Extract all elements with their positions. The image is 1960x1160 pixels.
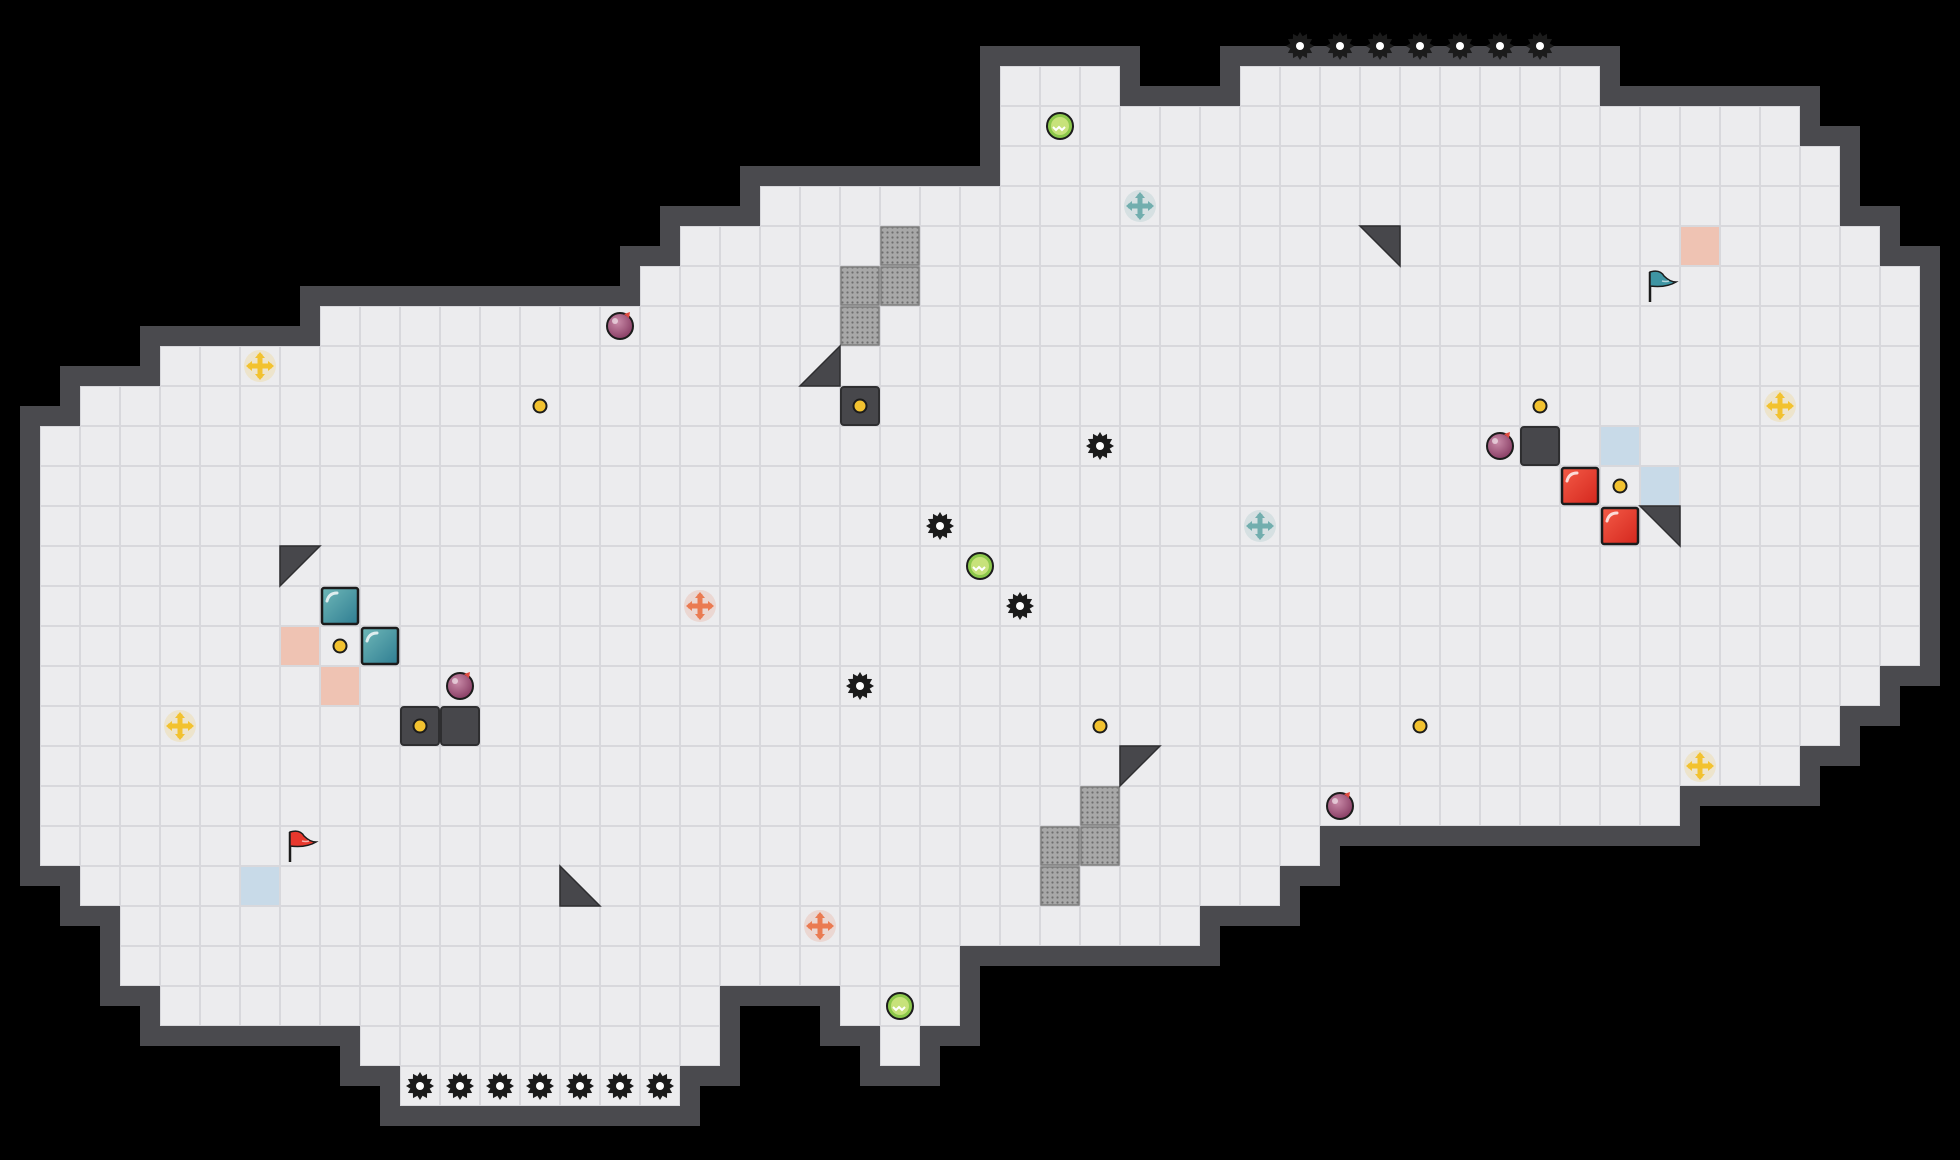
floor-run <box>320 306 1920 346</box>
yellow-orb <box>1412 718 1428 734</box>
gate-tile <box>880 226 920 266</box>
blue-boost <box>1244 510 1276 542</box>
bomb-mine <box>1366 32 1394 60</box>
gate-tile <box>880 266 920 306</box>
floor-run <box>40 706 1840 746</box>
gate-tile <box>1080 826 1120 866</box>
bomb-mine <box>606 1072 634 1100</box>
red-team-block <box>1600 506 1640 546</box>
floor-run <box>880 1026 920 1066</box>
yellow-orb <box>532 398 548 414</box>
blue-team-block <box>320 586 360 626</box>
gate-tile <box>1040 866 1080 906</box>
blue-tint-tile <box>241 867 279 905</box>
floor-run <box>120 906 1200 946</box>
red-team-block <box>1560 466 1600 506</box>
spike-trap <box>446 672 474 700</box>
floor-run <box>1000 146 1840 186</box>
floor-run <box>1360 786 1680 826</box>
wall-block <box>1520 426 1560 466</box>
ramp-wedge <box>798 344 841 387</box>
blue-team-block <box>360 626 400 666</box>
floor-run <box>360 1026 720 1066</box>
floor-run <box>40 826 1320 866</box>
powerup-ball <box>966 552 994 580</box>
floor-run <box>80 386 1920 426</box>
bomb-mine <box>1286 32 1314 60</box>
yellow-orb <box>332 638 348 654</box>
bomb-mine <box>646 1072 674 1100</box>
red-tint-tile <box>321 667 359 705</box>
bomb-mine <box>1326 32 1354 60</box>
floor-run <box>680 226 1880 266</box>
floor-run <box>160 986 720 1026</box>
floor-run <box>40 626 1920 666</box>
bomb-mine <box>526 1072 554 1100</box>
yellow-boost <box>164 710 196 742</box>
gate-tile <box>1080 786 1120 826</box>
floor-run <box>1000 106 1800 146</box>
red-flag <box>288 830 319 862</box>
ramp-wedge <box>559 864 602 907</box>
bomb-mine <box>846 672 874 700</box>
bomb-mine <box>1086 432 1114 460</box>
object-layer <box>164 32 1796 1100</box>
red-tint-tile <box>281 627 319 665</box>
spike-trap <box>1486 432 1514 460</box>
bomb-mine <box>926 512 954 540</box>
ramp-wedge <box>279 545 322 588</box>
gate-tile <box>840 266 880 306</box>
floor-run <box>40 746 1800 786</box>
bomb-mine <box>1006 592 1034 620</box>
floor-run <box>1240 66 1600 106</box>
bomb-mine <box>566 1072 594 1100</box>
yellow-orb <box>1092 718 1108 734</box>
yellow-orb <box>412 718 428 734</box>
red-boost <box>804 910 836 942</box>
floor-run <box>40 666 1880 706</box>
floor-run <box>40 786 1360 826</box>
floor-run <box>1000 66 1120 106</box>
ramp-wedge <box>1638 505 1681 548</box>
ramp-wedge <box>1119 745 1162 788</box>
floor-run <box>160 346 1920 386</box>
floor-run <box>40 466 1920 506</box>
blue-flag <box>1648 270 1679 302</box>
yellow-orb <box>1612 478 1628 494</box>
bomb-mine <box>1446 32 1474 60</box>
blue-tint-tile <box>1601 427 1639 465</box>
floor-run <box>760 186 1840 226</box>
bomb-mine <box>1486 32 1514 60</box>
floor-run <box>120 946 960 986</box>
bomb-mine <box>486 1072 514 1100</box>
yellow-boost <box>244 350 276 382</box>
spike-trap <box>606 312 634 340</box>
bomb-mine <box>446 1072 474 1100</box>
powerup-ball <box>886 992 914 1020</box>
gate-tile <box>840 306 880 346</box>
blue-boost <box>1124 190 1156 222</box>
floor-run <box>80 866 1280 906</box>
ramp-wedge <box>1358 225 1401 268</box>
bomb-mine <box>1526 32 1554 60</box>
red-tint-tile <box>1681 227 1719 265</box>
yellow-orb <box>1532 398 1548 414</box>
spike-trap <box>1326 792 1354 820</box>
floor-run <box>640 266 1920 306</box>
blue-tint-tile <box>1641 467 1679 505</box>
yellow-boost <box>1764 390 1796 422</box>
bomb-mine <box>1406 32 1434 60</box>
yellow-boost <box>1684 750 1716 782</box>
powerup-ball <box>1046 112 1074 140</box>
gate-tile <box>1040 826 1080 866</box>
red-boost <box>684 590 716 622</box>
yellow-orb <box>852 398 868 414</box>
bomb-mine <box>406 1072 434 1100</box>
wall-block <box>440 706 480 746</box>
